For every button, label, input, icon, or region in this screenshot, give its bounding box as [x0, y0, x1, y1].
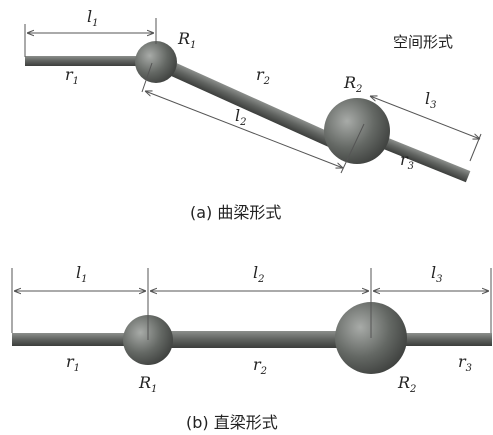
curved-beam-figure: l1 r1 R1 r2 l2 R2 l3 r3 空间形式 (a) 曲梁形式 — [24, 7, 482, 222]
straight-beam-figure: l1 l2 l3 r1 r2 r3 R1 R2 (b) 直梁形式 — [11, 263, 492, 432]
caption-b: (b) 直梁形式 — [186, 413, 278, 432]
caption-a: (a) 曲梁形式 — [190, 203, 281, 222]
label-r3: r3 — [400, 150, 414, 172]
label-r2-b: r2 — [253, 355, 267, 377]
label-R2-b: R2 — [397, 373, 416, 395]
label-l1-b: l1 — [76, 263, 88, 285]
beam-segment-r2-b — [150, 331, 372, 348]
dim-ext-l3-right — [469, 133, 482, 162]
dim-ext-l2-right — [340, 123, 365, 174]
joint-sphere-R1 — [135, 41, 177, 83]
label-r1: r1 — [65, 65, 79, 87]
dim-ext-l2-left — [141, 62, 153, 93]
joint-sphere-R2 — [324, 98, 390, 164]
beam-segment-r1 — [25, 56, 157, 66]
beam-segment-r1-b — [12, 333, 150, 346]
label-l3-b: l3 — [431, 263, 443, 285]
space-form-tag: 空间形式 — [393, 33, 453, 51]
label-l3: l3 — [425, 89, 437, 111]
label-l2-b: l2 — [253, 263, 265, 285]
label-r1-b: r1 — [66, 352, 80, 374]
label-r2: r2 — [256, 65, 270, 87]
dim-line-l3 — [370, 96, 480, 139]
dim-line-l2 — [145, 91, 343, 168]
label-l1: l1 — [87, 7, 99, 29]
label-R1: R1 — [177, 29, 196, 51]
beam-segment-r2 — [152, 54, 350, 154]
label-r3-b: r3 — [458, 352, 472, 374]
label-R2: R2 — [343, 73, 362, 95]
label-R1-b: R1 — [138, 373, 157, 395]
label-l2: l2 — [235, 106, 247, 128]
